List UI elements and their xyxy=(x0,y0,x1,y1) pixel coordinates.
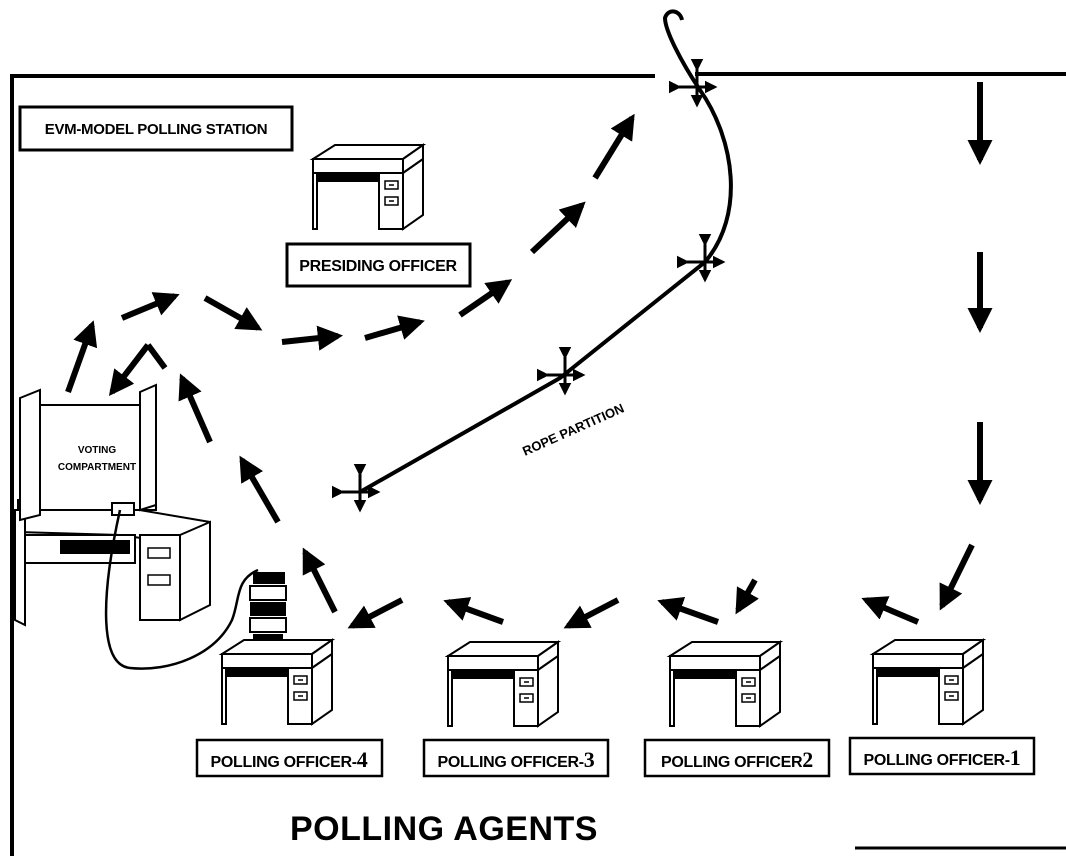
voting-compartment-icon xyxy=(14,383,211,627)
direction-arrow-icon xyxy=(735,578,759,615)
presiding-officer-label: PRESIDING OFFICER xyxy=(299,258,457,275)
evm-cable xyxy=(104,509,259,670)
direction-arrow-icon xyxy=(458,279,513,318)
polling-officer-4-box xyxy=(195,738,384,778)
direction-arrow-icon xyxy=(120,292,180,321)
voting-compartment-label-2: COMPARTMENT xyxy=(58,462,136,473)
direction-arrow-icon xyxy=(302,547,338,614)
polling-officer-2-box xyxy=(643,738,831,778)
direction-arrow-icon xyxy=(145,343,168,370)
polling-officer-2-label: POLLING OFFICER2 xyxy=(661,747,813,772)
polling-officer-3-box xyxy=(422,738,610,778)
voter-flow-arrows xyxy=(65,82,993,629)
direction-arrow-icon xyxy=(347,597,404,629)
direction-arrow-icon xyxy=(203,295,263,331)
direction-arrow-icon xyxy=(939,543,975,611)
direction-arrow-icon xyxy=(443,597,505,625)
desk-icon xyxy=(872,639,984,725)
desk-icon xyxy=(447,641,559,727)
direction-arrow-icon xyxy=(178,373,213,444)
room-wall-outline xyxy=(10,74,655,856)
direction-arrow-icon xyxy=(657,596,720,625)
direction-arrow-icon xyxy=(529,201,586,255)
direction-arrow-icon xyxy=(364,315,425,341)
polling-officer-1-box xyxy=(848,736,1036,776)
desk-icon xyxy=(312,144,424,230)
direction-arrow-icon xyxy=(281,325,344,351)
direction-arrow-icon xyxy=(592,113,635,180)
direction-arrow-icon xyxy=(239,455,281,524)
direction-arrow-icon xyxy=(65,320,98,394)
rope-partition-label: ROPE PARTITION xyxy=(520,400,626,458)
presiding-officer-box xyxy=(285,242,472,288)
direction-arrow-icon xyxy=(108,343,151,397)
stake-cross-icon xyxy=(342,474,378,510)
polling-officer-3-label: POLLING OFFICER-3 xyxy=(437,747,594,772)
polling-agents-label: POLLING AGENTS xyxy=(290,810,598,848)
desk-icon xyxy=(669,641,781,727)
station-title: EVM-MODEL POLLING STATION xyxy=(45,121,268,138)
evm-machine-icon xyxy=(249,572,287,644)
polling-officer-4-label: POLLING OFFICER-4 xyxy=(210,747,367,772)
voting-compartment-label-1: VOTING xyxy=(78,445,117,456)
direction-arrow-icon xyxy=(861,596,920,625)
title-box xyxy=(18,105,294,152)
direction-arrow-icon xyxy=(563,597,620,629)
desk-icon xyxy=(221,639,333,725)
polling-officer-1-label: POLLING OFFICER-1 xyxy=(863,745,1020,770)
